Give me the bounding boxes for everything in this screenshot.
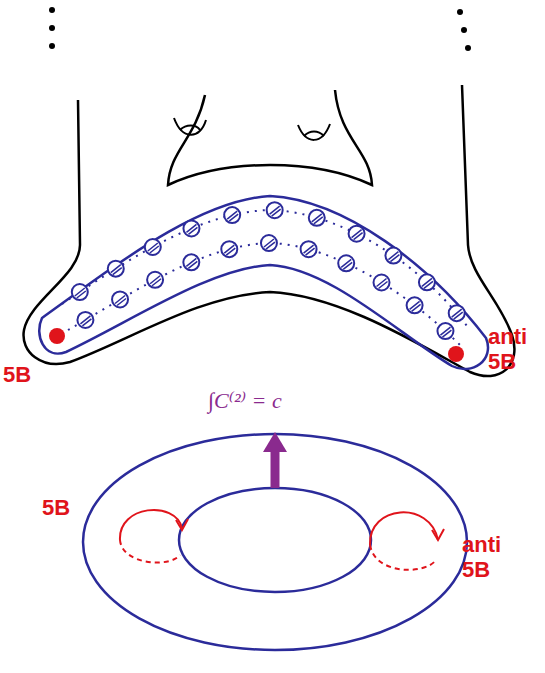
- bead-mark: [440, 327, 451, 337]
- bead: [183, 254, 199, 270]
- bead-mark: [312, 214, 323, 224]
- bead: [145, 239, 161, 255]
- torus-outer: [83, 434, 467, 650]
- bead: [449, 305, 465, 321]
- bead-mark: [341, 259, 352, 269]
- bead-mark: [150, 276, 161, 286]
- bead: [267, 202, 283, 218]
- bead: [419, 274, 435, 290]
- bead-mark: [452, 309, 463, 319]
- bead: [349, 226, 365, 242]
- bead: [77, 312, 93, 328]
- bead-mark: [304, 245, 315, 255]
- bead-mark: [148, 243, 159, 253]
- handle: [174, 118, 330, 140]
- bead: [72, 284, 88, 300]
- bead-mark: [352, 230, 363, 240]
- antibrane-label: anti 5B: [462, 532, 522, 583]
- continuation-dots: [49, 7, 471, 51]
- blue-band: [39, 196, 488, 369]
- dotted-row: [68, 243, 460, 345]
- bead: [224, 207, 240, 223]
- bead: [309, 210, 325, 226]
- bead-mark: [270, 206, 281, 216]
- bead-mark: [388, 252, 399, 262]
- bead: [108, 261, 124, 277]
- brane-label: 5B: [3, 362, 63, 387]
- bead-mark: [422, 278, 433, 288]
- bead: [221, 241, 237, 257]
- dotted-row: [62, 210, 470, 330]
- bead: [385, 248, 401, 264]
- surface-outline: [24, 85, 515, 376]
- cycle-arrow: [271, 448, 280, 488]
- beads: [72, 202, 465, 339]
- surface-crotch: [168, 90, 372, 185]
- brane-label: 5B: [42, 495, 102, 520]
- bead: [147, 272, 163, 288]
- bead: [407, 297, 423, 313]
- bead-mark: [227, 211, 238, 221]
- bead-mark: [264, 239, 275, 249]
- flux-formula: ∫C⁽²⁾ = c: [208, 388, 282, 413]
- bead: [338, 255, 354, 271]
- bead: [261, 235, 277, 251]
- antibrane-label: anti 5B: [488, 324, 542, 375]
- brane-cycle: [120, 510, 188, 563]
- bead: [301, 241, 317, 257]
- bead-mark: [410, 301, 421, 311]
- bead: [437, 323, 453, 339]
- bead-mark: [186, 224, 197, 234]
- antibrane-dot: [448, 346, 464, 362]
- bead-mark: [75, 288, 86, 298]
- bead: [374, 274, 390, 290]
- bead-mark: [80, 316, 91, 326]
- bead-mark: [377, 278, 388, 288]
- torus-inner: [179, 488, 371, 592]
- arrowhead: [263, 432, 287, 452]
- bead-mark: [115, 295, 126, 305]
- antibrane-cycle: [370, 512, 444, 569]
- bead-mark: [111, 265, 122, 275]
- bead-mark: [224, 245, 235, 255]
- bead: [183, 220, 199, 236]
- brane-dot: [49, 328, 65, 344]
- bead: [112, 291, 128, 307]
- bead-mark: [186, 258, 197, 268]
